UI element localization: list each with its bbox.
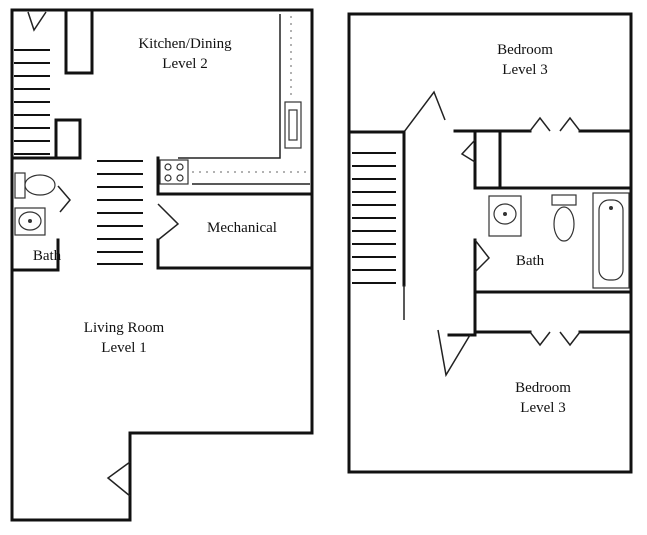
top-bedroom-wall bbox=[349, 129, 633, 134]
living-room-level-label: Level 1 bbox=[101, 340, 146, 356]
bath-sink-icon bbox=[14, 207, 46, 236]
left-floor-plan: Kitchen/Dining Level 2 Mechanical Bath L… bbox=[10, 8, 314, 522]
bathtub-icon bbox=[592, 192, 630, 289]
kitchen-level-label: Level 2 bbox=[162, 56, 207, 72]
linen-closet-door bbox=[460, 139, 476, 163]
bottom-bedroom-wall bbox=[473, 290, 633, 334]
bottom-bedroom-label: Bedroom bbox=[515, 380, 571, 396]
left-outer-wall-west bbox=[10, 8, 132, 522]
bath-door-swing bbox=[57, 185, 71, 213]
top-closet-doors bbox=[529, 116, 581, 132]
left-outer-wall bbox=[10, 8, 314, 435]
mechanical-wall bbox=[156, 156, 314, 270]
top-bedroom-label: Bedroom bbox=[497, 42, 553, 58]
closet-door-swing bbox=[27, 11, 47, 32]
stove-burner-icon bbox=[164, 174, 172, 182]
upper-level-stairs bbox=[352, 152, 396, 284]
stove bbox=[159, 159, 189, 185]
upper-bath-sink-icon bbox=[488, 195, 522, 237]
stove-burner-icon bbox=[176, 163, 184, 171]
central-stairs bbox=[97, 160, 143, 265]
right-outer-wall bbox=[347, 12, 633, 474]
bottom-bedroom-level-label: Level 3 bbox=[520, 400, 565, 416]
kitchen-label: Kitchen/Dining bbox=[138, 36, 232, 52]
kitchen-sink-basin bbox=[288, 109, 298, 141]
upper-stairs bbox=[14, 49, 50, 155]
upper-hall-door bbox=[403, 90, 446, 133]
upper-toilet-icon bbox=[551, 194, 577, 242]
mechanical-door-swing bbox=[157, 203, 180, 241]
top-bedroom-level-label: Level 3 bbox=[502, 62, 547, 78]
bottom-closet-doors bbox=[529, 331, 581, 347]
toilet-icon bbox=[14, 172, 56, 199]
lower-hall-door bbox=[403, 285, 471, 378]
hall-wall bbox=[402, 130, 477, 337]
right-bath-label: Bath bbox=[516, 253, 545, 269]
upper-bath-door bbox=[474, 239, 490, 273]
pantry-wall bbox=[64, 10, 94, 75]
stove-burner-icon bbox=[164, 163, 172, 171]
right-floor-plan: Bedroom Level 3 Bath Bedroom Level 3 bbox=[347, 12, 633, 474]
entry-door-swing bbox=[106, 461, 131, 497]
utility-box bbox=[54, 118, 82, 160]
stove-burner-icon bbox=[176, 174, 184, 182]
kitchen-counter bbox=[178, 14, 281, 159]
linen-closet bbox=[473, 129, 502, 190]
bath-wall bbox=[10, 156, 60, 272]
mechanical-label: Mechanical bbox=[207, 220, 277, 236]
living-room-label: Living Room bbox=[84, 320, 165, 336]
left-bath-label: Bath bbox=[33, 248, 62, 264]
